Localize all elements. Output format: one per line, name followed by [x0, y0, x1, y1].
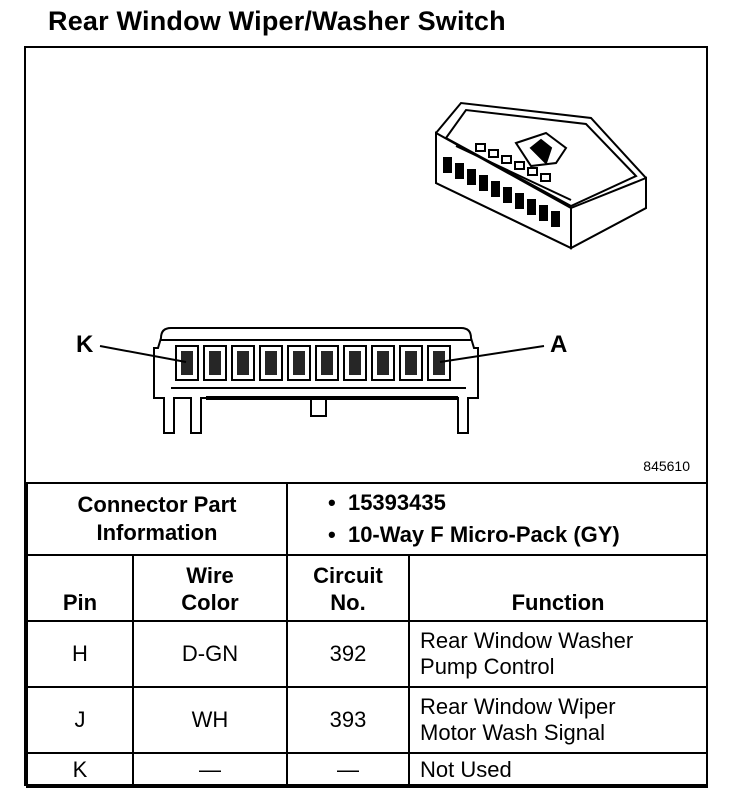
connector-diagram: K A 845610 — [26, 48, 706, 484]
cell-wire-color: WH — [131, 686, 289, 754]
pin-label-a: A — [550, 331, 568, 358]
connector-pin-contacts — [181, 351, 445, 375]
figure-number: 845610 — [643, 458, 690, 474]
connector-info-row: Connector Part Information 15393435 10-W… — [25, 482, 709, 556]
page-title: Rear Window Wiper/Washer Switch — [48, 6, 506, 36]
connector-isometric-view — [435, 101, 647, 250]
cell-pin: H — [26, 620, 134, 688]
connector-description: 10-Way F Micro-Pack (GY) — [328, 519, 706, 551]
table-row: K — — Not Used — [26, 752, 709, 788]
cell-pin: K — [26, 752, 134, 788]
cell-pin: J — [26, 686, 134, 754]
pin-label-leaders — [99, 345, 545, 363]
pinout-table: Connector Part Information 15393435 10-W… — [25, 482, 709, 788]
cell-circuit: 393 — [286, 686, 411, 754]
cell-circuit: 392 — [286, 620, 411, 688]
connector-info-label: Connector Part Information — [25, 482, 289, 556]
cell-function: Not Used — [408, 752, 709, 788]
cell-circuit: — — [286, 752, 411, 788]
cell-wire-color: — — [131, 752, 289, 788]
cell-wire-color: D-GN — [131, 620, 289, 688]
header-function: Function — [408, 554, 709, 622]
header-pin: Pin — [26, 554, 134, 622]
connector-frame: K A 845610 Connector Part Information 15… — [24, 46, 709, 788]
connector-info-values: 15393435 10-Way F Micro-Pack (GY) — [286, 482, 709, 556]
connector-drawing — [99, 101, 647, 434]
pin-label-k: K — [76, 331, 94, 358]
part-number: 15393435 — [328, 487, 706, 519]
